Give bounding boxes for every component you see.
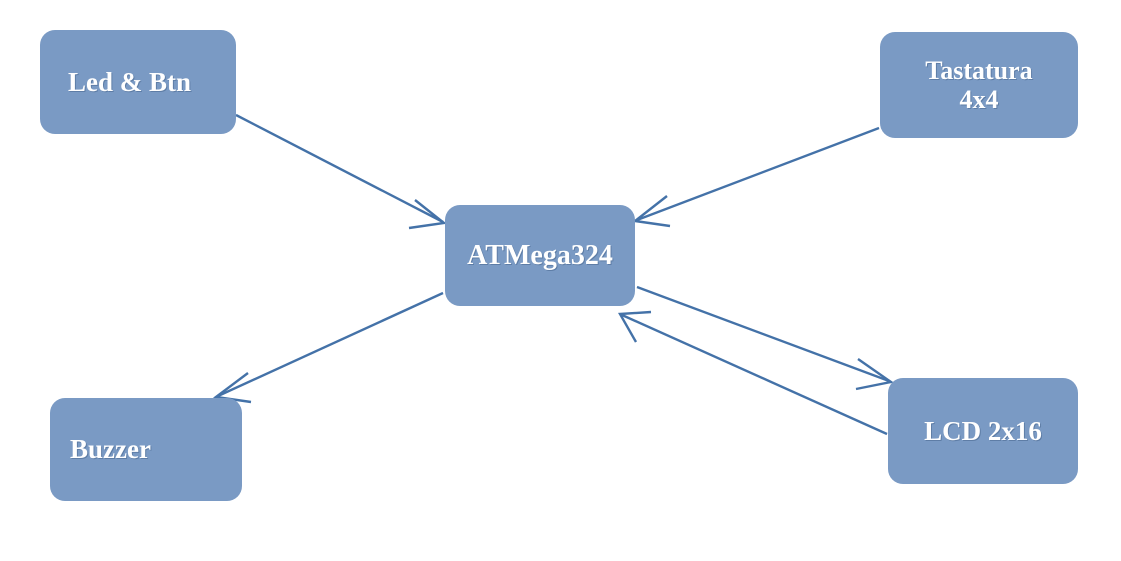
connector-led-to-mcu (235, 113, 447, 230)
node-atmega324-label: ATMega324 (467, 239, 613, 271)
node-buzzer[interactable]: Buzzer (50, 398, 242, 501)
connector-mcu-to-lcd (636, 285, 894, 391)
node-keypad-4x4-label: Tastatura 4x4 (925, 55, 1033, 114)
node-lcd-2x16-label: LCD 2x16 (924, 415, 1042, 446)
node-atmega324[interactable]: ATMega324 (445, 205, 635, 306)
node-led-and-button-label: Led & Btn (68, 66, 192, 97)
connector-keypad-to-mcu (632, 126, 880, 228)
connector-lcd-to-mcu (618, 310, 888, 436)
node-keypad-4x4[interactable]: Tastatura 4x4 (880, 32, 1078, 138)
connector-mcu-to-buzzer (212, 291, 444, 404)
node-buzzer-label: Buzzer (70, 434, 151, 465)
node-led-and-button[interactable]: Led & Btn (40, 30, 236, 134)
node-lcd-2x16[interactable]: LCD 2x16 (888, 378, 1078, 484)
